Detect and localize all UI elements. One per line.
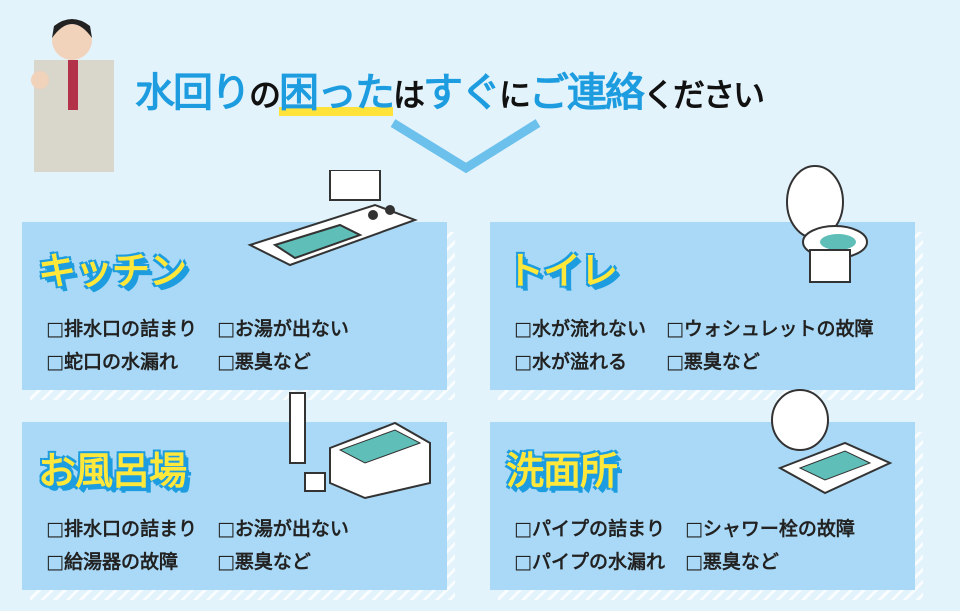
checklist: 排水口の詰まりお湯が出ない給湯器の故障悪臭など bbox=[46, 514, 349, 574]
card-kitchen: キッチン 排水口の詰まりお湯が出ない蛇口の水漏れ悪臭など bbox=[22, 222, 447, 390]
card-label: 洗面所 bbox=[506, 449, 618, 493]
title-segment: の bbox=[249, 76, 281, 114]
bathtub-icon bbox=[289, 392, 431, 500]
title-segment: に bbox=[499, 76, 531, 114]
card-label: お風呂場 bbox=[38, 449, 187, 493]
checklist-item: ウォシュレットの故障 bbox=[666, 314, 874, 341]
checklist-item: 悪臭など bbox=[666, 347, 874, 374]
checklist-item: 悪臭など bbox=[217, 347, 349, 374]
kitchen-sink-icon bbox=[247, 170, 418, 267]
card-bath: お風呂場 排水口の詰まりお湯が出ない給湯器の故障悪臭など bbox=[22, 422, 447, 590]
title-segment: 困った bbox=[279, 70, 395, 116]
checklist-item: 悪臭など bbox=[685, 547, 855, 574]
checklist-item: 水が流れない bbox=[514, 314, 646, 341]
checklist: 水が流れないウォシュレットの故障水が溢れる悪臭など bbox=[514, 314, 874, 374]
checklist-item: 蛇口の水漏れ bbox=[46, 347, 197, 374]
checklist-item: 排水口の詰まり bbox=[46, 514, 197, 541]
chevron-down-icon bbox=[390, 119, 541, 174]
page-title: 水回りの困ったはすぐにご連絡ください bbox=[135, 60, 765, 118]
card-label: トイレ bbox=[506, 249, 618, 293]
worker-image bbox=[31, 19, 114, 172]
checklist-item: 悪臭など bbox=[217, 547, 349, 574]
checklist-item: 水が溢れる bbox=[514, 347, 646, 374]
checklist-item: 給湯器の故障 bbox=[46, 547, 197, 574]
title-segment: ご連絡 bbox=[529, 70, 645, 116]
checklist-item: パイプの水漏れ bbox=[514, 547, 665, 574]
checklist: パイプの詰まりシャワー栓の故障パイプの水漏れ悪臭など bbox=[514, 514, 855, 574]
card-label: キッチン bbox=[38, 249, 187, 293]
checklist-item: 排水口の詰まり bbox=[46, 314, 197, 341]
toilet-icon bbox=[786, 165, 868, 283]
title-segment: すぐ bbox=[423, 70, 501, 116]
checklist: 排水口の詰まりお湯が出ない蛇口の水漏れ悪臭など bbox=[46, 314, 349, 374]
title-segment: ください bbox=[643, 76, 765, 114]
checklist-item: パイプの詰まり bbox=[514, 514, 665, 541]
checklist-item: お湯が出ない bbox=[217, 314, 349, 341]
washbasin-icon bbox=[771, 389, 893, 495]
checklist-item: お湯が出ない bbox=[217, 514, 349, 541]
title-segment: は bbox=[393, 76, 425, 114]
title-segment: 水回り bbox=[135, 70, 251, 116]
checklist-item: シャワー栓の故障 bbox=[685, 514, 855, 541]
